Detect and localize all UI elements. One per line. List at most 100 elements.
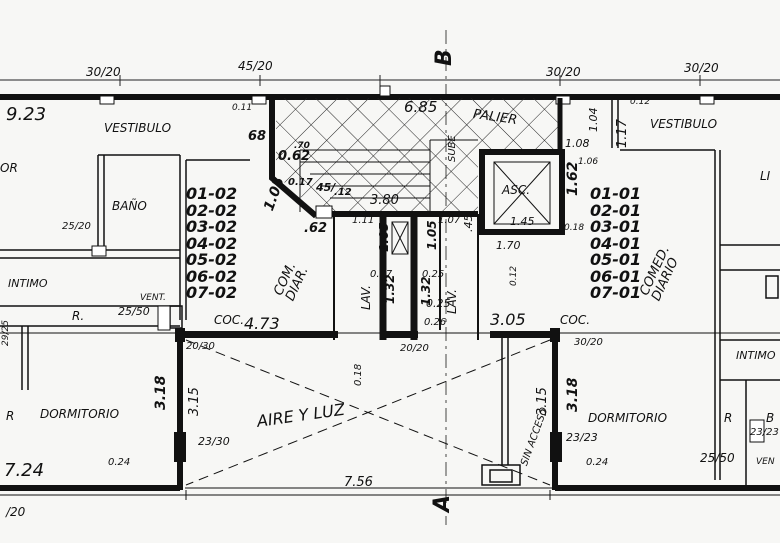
unit-item: 07-01 — [590, 283, 642, 302]
dim-9-23: 9.23 — [6, 104, 47, 125]
dim-0-18: 0.18 — [564, 223, 585, 233]
dim-25-50: 25/50 — [118, 305, 150, 318]
dim-0-27: 0.27 — [370, 269, 393, 280]
room-intimo-right: INTIMO — [736, 349, 776, 362]
kitchen-wall — [0, 331, 780, 338]
dim-1-04: 1.04 — [587, 107, 600, 133]
dim-top-45-20: 45/20 — [238, 59, 273, 73]
dim-25-20: 25/20 — [62, 221, 91, 232]
room-vent-right: VEN — [756, 457, 775, 467]
room-bano: BAÑO — [112, 199, 147, 213]
light-well-cross — [185, 339, 551, 486]
unit-item: 04-02 — [186, 233, 238, 253]
unit-item: 05-01 — [590, 250, 642, 269]
section-mark-b: B — [432, 49, 457, 66]
top-dimension-line — [0, 75, 780, 86]
room-coc-left: COC. — [214, 313, 245, 327]
room-lav-a: LAV. — [359, 285, 373, 310]
room-vent-left: VENT. — [140, 293, 166, 303]
dim-3-15-left: 3.15 — [187, 387, 202, 416]
dim-30-20b: 30/20 — [574, 337, 603, 348]
dim-29-25: 29/25 — [1, 320, 11, 346]
unit-item: 02-02 — [186, 200, 238, 220]
dim-0-11: 0.11 — [232, 103, 253, 113]
dim-0-25b: 0.25 — [426, 297, 451, 310]
room-r-right: R — [724, 411, 733, 425]
dim-1-17: 1.17 — [615, 119, 630, 148]
dim-062: .62 — [304, 221, 328, 236]
dim-4-73: 4.73 — [244, 314, 280, 333]
unit-item: 06-02 — [186, 266, 238, 286]
rear-walls — [0, 340, 780, 491]
room-intimo-left: INTIMO — [8, 277, 48, 290]
unit-item: 06-01 — [590, 266, 642, 286]
dim-23-30: 23/30 — [198, 435, 230, 448]
bottom-dimension — [0, 490, 780, 500]
dim-3-18-left: 3.18 — [153, 375, 169, 410]
dim-1-11: 1.11 — [352, 215, 375, 226]
dim-45: 45/ — [316, 181, 336, 194]
dim-0-17: 0.17 — [288, 177, 313, 188]
unit-list-right: 01-01 02-01 03-01 04-01 05-01 06-01 07-0… — [590, 184, 642, 302]
dim-0-18b: 0.18 — [353, 363, 364, 386]
dim-6-85: 6.85 — [404, 98, 438, 116]
dim-1-05-a: 1.05 — [377, 222, 391, 252]
unit-item: 01-02 — [186, 184, 238, 203]
dim-20-bottom: /20 — [6, 505, 26, 519]
dim-25-50b: 25/50 — [700, 451, 735, 465]
dim-0-24-right: 0.24 — [586, 457, 609, 468]
dim-3-05: 3.05 — [490, 310, 526, 329]
room-lav-b: LAV. — [445, 289, 459, 314]
unit-item: 01-01 — [590, 184, 642, 203]
room-dormitorio-right: DORMITORIO — [588, 411, 668, 425]
dim-0-62-top: 0.62 — [278, 149, 311, 164]
stair-core — [269, 98, 565, 235]
unit-item: 05-02 — [186, 250, 238, 269]
dim-1-07: 1.07 — [438, 215, 461, 226]
room-b-right: B — [766, 411, 775, 425]
room-coc-right: COC. — [560, 313, 591, 327]
dim-1-62: 1.62 — [565, 161, 581, 196]
room-vestibulo-left: VESTIBULO — [104, 121, 172, 135]
dim-23-23b: 23/23 — [750, 427, 779, 438]
dim-3-18-right: 3.18 — [565, 377, 581, 412]
dim-1-05-b: 1.05 — [425, 220, 439, 250]
unit-item: 03-01 — [590, 217, 642, 236]
dim-0-25: 0.25 — [422, 269, 445, 280]
dim-1-70: 1.70 — [496, 239, 521, 252]
dim-23-23: 23/23 — [566, 431, 598, 444]
room-li-right: LI — [760, 169, 771, 183]
room-vestibulo-right: VESTIBULO — [650, 117, 718, 131]
room-r-far-left: R — [6, 409, 15, 423]
dim-3-80: 3.80 — [370, 193, 399, 208]
dim-0-12c: 0.12 — [509, 265, 519, 286]
dim-1-45: 1.45 — [510, 215, 535, 228]
facade-wall — [0, 85, 780, 105]
section-mark-a: A — [430, 494, 455, 512]
dim-0-12: 0.12 — [630, 97, 651, 107]
dim-045b: .45 — [462, 214, 475, 233]
room-asc: ASC. — [502, 183, 531, 197]
dim-1-08: 1.08 — [565, 137, 590, 150]
unit-item: 04-01 — [590, 233, 642, 253]
dim-top-30-20-mid: 30/20 — [546, 65, 581, 79]
dim-top-30-20-right: 30/20 — [684, 61, 719, 75]
room-sube: SUBE — [447, 135, 458, 162]
dim-7-56: 7.56 — [344, 475, 373, 490]
dim-20-20: 20/20 — [400, 343, 429, 354]
dim-1-32-a: 1.32 — [383, 274, 397, 304]
dim-68: 68 — [248, 129, 267, 144]
dim-012b: .12 — [334, 187, 352, 198]
dim-top-30-20-left: 30/20 — [86, 65, 121, 79]
dim-0-26: 0.26 — [424, 317, 447, 328]
unit-item: 03-02 — [186, 217, 238, 236]
room-dor-left: OR — [0, 161, 18, 175]
room-dormitorio-left: DORMITORIO — [40, 407, 120, 421]
dim-1-06: 1.06 — [578, 157, 599, 167]
dim-7-24: 7.24 — [4, 460, 45, 481]
unit-item: 02-01 — [590, 200, 642, 220]
dim-070: .70 — [294, 141, 310, 151]
room-r-left: R. — [72, 309, 85, 323]
